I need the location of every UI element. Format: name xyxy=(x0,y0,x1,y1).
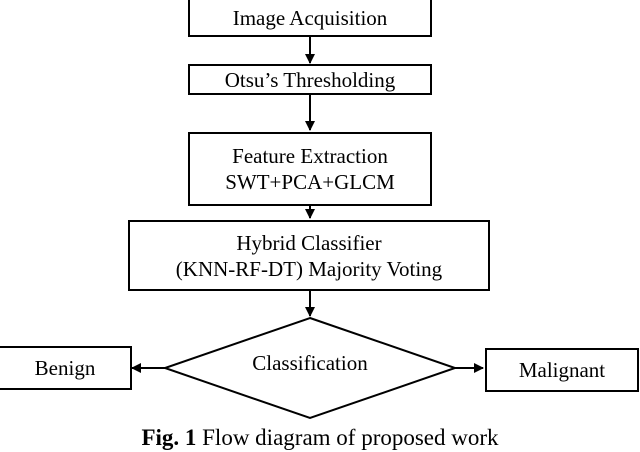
benign-label: Benign xyxy=(34,356,96,380)
feature-extraction-methods: SWT+PCA+GLCM xyxy=(225,170,395,194)
hybrid-classifier-title: Hybrid Classifier xyxy=(236,230,382,255)
otsu-thresholding-box: Otsu’s Thresholding xyxy=(188,64,432,95)
figure-caption: Fig. 1 Flow diagram of proposed work xyxy=(0,424,640,452)
feature-extraction-box: Feature Extraction SWT+PCA+GLCM xyxy=(188,132,432,206)
malignant-box: Malignant xyxy=(485,348,639,392)
classification-label: Classification xyxy=(252,351,368,375)
hybrid-classifier-methods: (KNN-RF-DT) Majority Voting xyxy=(175,256,443,281)
hybrid-classifier-box: Hybrid Classifier (KNN-RF-DT) Majority V… xyxy=(128,220,490,291)
malignant-label: Malignant xyxy=(518,358,606,382)
figure-caption-text: Flow diagram of proposed work xyxy=(196,425,499,450)
image-acquisition-box: Image Acquisition xyxy=(188,0,432,37)
feature-extraction-title: Feature Extraction xyxy=(232,144,388,168)
image-acquisition-label: Image Acquisition xyxy=(232,5,388,30)
otsu-thresholding-label: Otsu’s Thresholding xyxy=(224,67,396,92)
figure-number: Fig. 1 xyxy=(141,425,197,450)
decision-diamond xyxy=(161,316,459,420)
benign-box: Benign xyxy=(0,346,132,390)
